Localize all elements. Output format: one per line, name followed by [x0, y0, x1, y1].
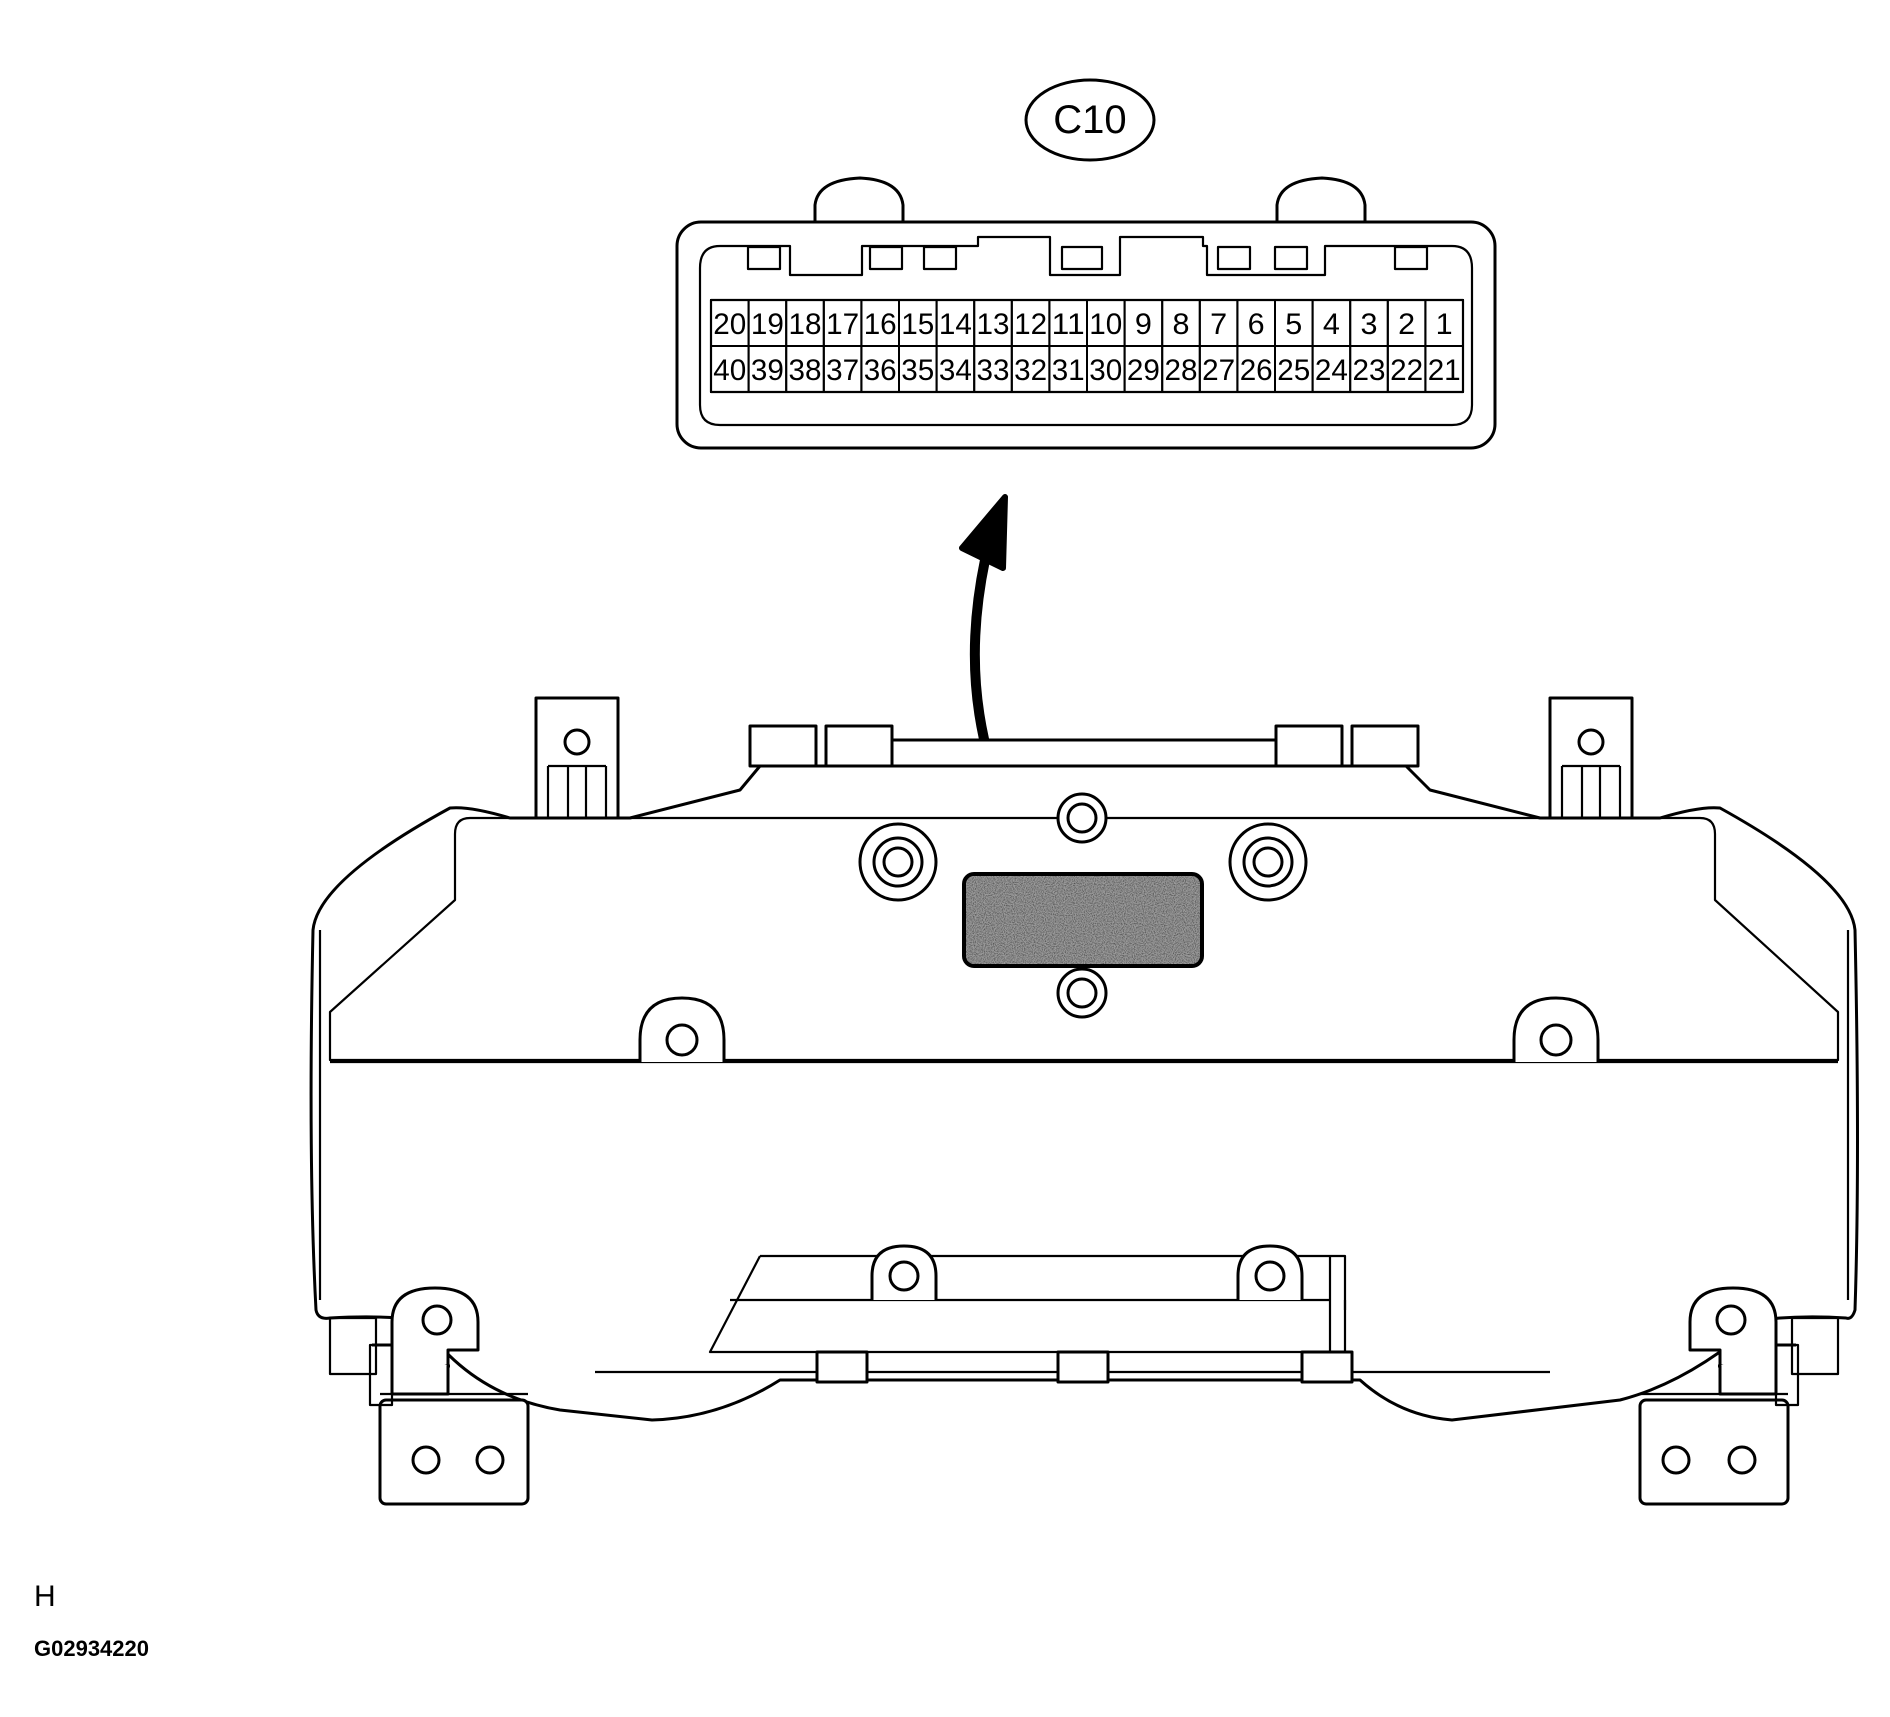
pin-number: 25: [1277, 354, 1310, 387]
connector-pin: 27: [1198, 345, 1239, 393]
pin-number: 28: [1165, 354, 1198, 387]
connector-pin: 21: [1424, 345, 1465, 393]
screw-boss: [1056, 967, 1108, 1019]
connector-pin: 25: [1274, 345, 1314, 393]
pin-number: 37: [826, 354, 859, 387]
screw-boss: [870, 1244, 938, 1300]
screw-boss: [638, 996, 726, 1062]
pin-number: 15: [901, 308, 934, 341]
pin-number: 39: [751, 354, 784, 387]
connector-pin: 39: [747, 345, 788, 393]
pin-number: 8: [1173, 308, 1190, 341]
connector-pin: 34: [935, 345, 976, 393]
connector-pin: 38: [785, 345, 825, 393]
pin-number: 6: [1248, 308, 1265, 341]
pin-number: 24: [1315, 354, 1348, 387]
pin-number: 7: [1210, 308, 1227, 341]
pin-number: 30: [1089, 354, 1122, 387]
pin-number: 19: [751, 308, 784, 341]
pin-number: 21: [1428, 354, 1461, 387]
left-top-bracket: [534, 696, 620, 830]
pin-number: 11: [1052, 308, 1085, 341]
pin-number: 35: [901, 354, 934, 387]
connector-pin: 24: [1311, 345, 1352, 393]
figure-id: G02934220: [34, 1636, 149, 1661]
pin-number: 31: [1052, 354, 1085, 387]
connector-pin: 11: [1048, 299, 1089, 347]
pin-number: 38: [789, 354, 822, 387]
connector-pin: 26: [1236, 345, 1277, 393]
screw-boss: [1236, 1244, 1304, 1300]
connector-pin: 33: [973, 345, 1013, 393]
pin-number: 22: [1390, 354, 1423, 387]
pin-number: 9: [1135, 308, 1152, 341]
connector-pin: 12: [1010, 299, 1051, 347]
pin-number: 20: [713, 308, 746, 341]
pin-number: 13: [977, 308, 1010, 341]
pin-number: 12: [1014, 308, 1047, 341]
pin-number: 10: [1089, 308, 1122, 341]
pin-number: 18: [789, 308, 822, 341]
pin-number: 3: [1361, 308, 1378, 341]
pin-number: 36: [864, 354, 897, 387]
connector-label-badge: C10: [1024, 78, 1156, 162]
pin-number: 32: [1014, 354, 1047, 387]
screw-boss: [1228, 822, 1308, 902]
right-bottom-bracket: [1638, 1286, 1800, 1506]
pin-number: 29: [1127, 354, 1160, 387]
pin-number: 27: [1202, 354, 1235, 387]
right-top-bracket: [1548, 696, 1634, 830]
pin-number: 26: [1240, 354, 1273, 387]
pin-number: 40: [713, 354, 746, 387]
connector-pin: 17: [822, 299, 863, 347]
connector-label: C10: [1053, 98, 1126, 142]
pin-number: 16: [864, 308, 897, 341]
screw-boss: [1056, 792, 1108, 844]
pin-number: 34: [939, 354, 972, 387]
pin-number: 23: [1353, 354, 1386, 387]
combination-meter: [309, 696, 1859, 1506]
left-bottom-bracket: [368, 1286, 530, 1506]
connector-pin: 40: [710, 345, 750, 393]
pin-number: 2: [1398, 308, 1415, 341]
view-letter: H: [34, 1580, 56, 1613]
connector-location-marker: [962, 872, 1204, 968]
connector-pin: 30: [1086, 345, 1126, 393]
screw-boss: [1512, 996, 1600, 1062]
screw-boss: [858, 822, 938, 902]
pin-number: 17: [826, 308, 859, 341]
pin-number: 4: [1323, 308, 1340, 341]
pin-number: 14: [939, 308, 972, 341]
pin-number: 1: [1436, 308, 1453, 341]
pin-number: 5: [1285, 308, 1302, 341]
pin-number: 33: [977, 354, 1010, 387]
